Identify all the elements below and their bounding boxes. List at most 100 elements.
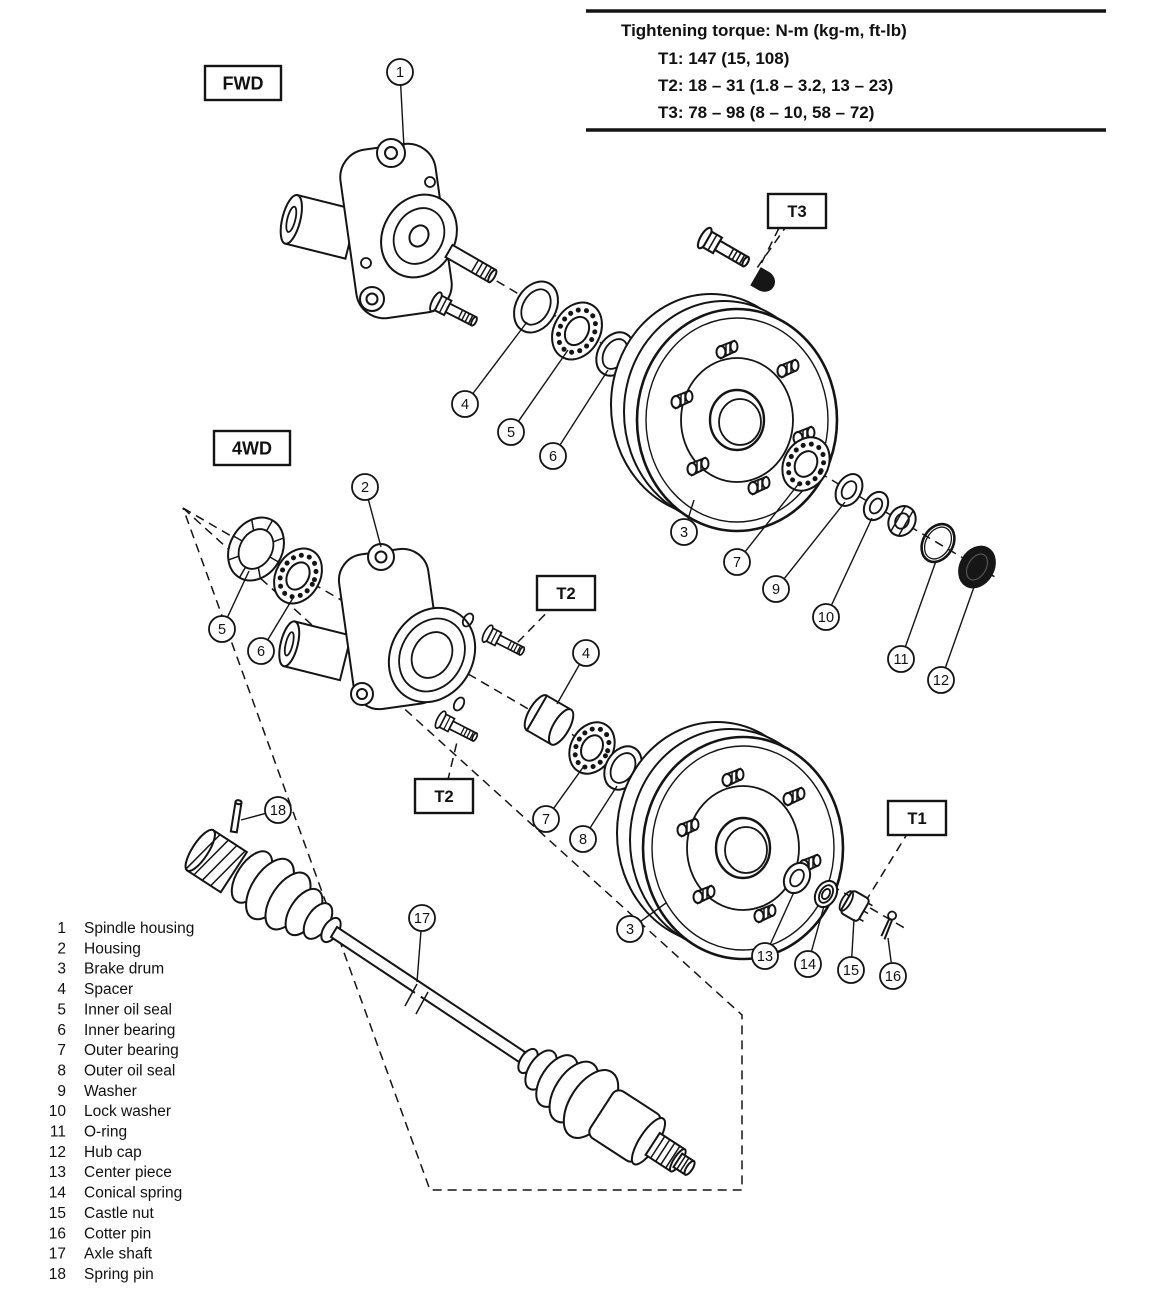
part-name: Castle nut xyxy=(84,1205,154,1222)
callout-number: 10 xyxy=(818,610,834,626)
part-name: Washer xyxy=(84,1083,137,1100)
torque-t3: T3: 78 – 98 (8 – 10, 58 – 72) xyxy=(658,103,874,122)
brake-drum-4wd-art xyxy=(617,722,843,959)
callout-number: 6 xyxy=(549,449,557,465)
torque-spec-box: Tightening torque: N-m (kg-m, ft-lb) T1:… xyxy=(586,9,1106,132)
callout-number: 7 xyxy=(733,555,741,571)
center-piece-art xyxy=(782,861,812,895)
parts-list-item-1: 1 Spindle housing xyxy=(57,920,194,937)
torque-tag-t2-2: T2 xyxy=(413,741,475,815)
callout-14-18: 14 xyxy=(794,905,825,978)
callout-3-4: 3 xyxy=(670,499,698,546)
conical-spring-art xyxy=(813,879,839,909)
part-number: 10 xyxy=(49,1103,67,1120)
callout-number: 7 xyxy=(542,812,550,828)
torque-tag-label: T1 xyxy=(907,810,926,828)
parts-list-item-5: 5 Inner oil seal xyxy=(57,1001,172,1018)
t2-bolt-upper-art xyxy=(479,622,529,662)
part-number: 1 xyxy=(57,920,66,937)
spring-pin-art xyxy=(229,799,243,834)
callout-15-19: 15 xyxy=(837,918,865,984)
callout-13-17: 13 xyxy=(751,891,795,970)
part-name: Axle shaft xyxy=(84,1246,153,1263)
part-number: 16 xyxy=(49,1225,66,1242)
part-number: 5 xyxy=(57,1001,66,1018)
callout-number: 2 xyxy=(361,480,369,496)
callout-4-1: 4 xyxy=(451,321,528,418)
inner-bearing-4wd-art xyxy=(273,547,323,605)
torque-tag-t1-3: T1 xyxy=(866,799,948,900)
callout-number: 6 xyxy=(257,644,265,660)
part-name: Spacer xyxy=(84,981,133,998)
hub-cap-art xyxy=(958,545,996,589)
torque-t2: T2: 18 – 31 (1.8 – 3.2, 13 – 23) xyxy=(658,76,893,95)
parts-list-item-14: 14 Conical spring xyxy=(49,1185,182,1202)
cotter-pin-art xyxy=(880,910,897,940)
callout-number: 3 xyxy=(626,922,634,938)
callout-4-13: 4 xyxy=(556,639,600,705)
part-name: Inner oil seal xyxy=(84,1001,172,1018)
callout-number: 12 xyxy=(933,673,949,689)
part-number: 11 xyxy=(50,1124,66,1141)
inner-joint-art xyxy=(184,828,249,894)
callout-number: 3 xyxy=(680,525,688,541)
part-name: Outer bearing xyxy=(84,1042,179,1059)
part-number: 14 xyxy=(49,1185,67,1202)
part-name: Lock washer xyxy=(84,1103,171,1120)
callout-17-21: 17 xyxy=(408,904,436,983)
callout-9-6: 9 xyxy=(762,501,846,603)
callout-2-10: 2 xyxy=(351,473,382,548)
part-name: Conical spring xyxy=(84,1185,182,1202)
outer-bearing-4wd-art xyxy=(568,721,616,775)
callout-number: 15 xyxy=(843,963,859,979)
inner-oil-seal-fwd-art xyxy=(513,280,559,334)
part-number: 9 xyxy=(57,1083,66,1100)
housing-bolt-art xyxy=(426,289,482,333)
callout-number: 17 xyxy=(414,911,430,927)
callout-8-15: 8 xyxy=(569,785,618,853)
callout-5-2: 5 xyxy=(497,349,569,446)
parts-list-item-12: 12 Hub cap xyxy=(49,1144,142,1161)
section-label-fwd: FWD xyxy=(203,64,283,102)
part-name: Spindle housing xyxy=(84,920,194,937)
awd-assembly xyxy=(227,516,897,959)
torque-tag-label: T2 xyxy=(434,788,453,806)
part-number: 7 xyxy=(57,1042,66,1059)
callout-10-7: 10 xyxy=(812,517,873,631)
part-name: O-ring xyxy=(84,1124,127,1141)
shaft-body-art xyxy=(329,925,527,1064)
part-number: 12 xyxy=(49,1144,66,1161)
section-label-text: FWD xyxy=(223,74,264,94)
outer-bearing-fwd-art xyxy=(781,436,831,492)
callout-12-9: 12 xyxy=(927,586,975,694)
part-name: Brake drum xyxy=(84,961,164,978)
part-number: 6 xyxy=(57,1022,66,1039)
callout-number: 16 xyxy=(885,969,901,985)
part-name: Hub cap xyxy=(84,1144,142,1161)
fwd-assembly xyxy=(279,138,996,589)
callout-7-5: 7 xyxy=(723,481,801,576)
t3-bolt-art xyxy=(694,224,780,296)
part-number: 4 xyxy=(57,981,66,998)
callout-3-16: 3 xyxy=(616,902,667,943)
housing-art xyxy=(278,543,477,712)
callout-16-20: 16 xyxy=(879,937,907,990)
callout-number: 18 xyxy=(270,803,286,819)
parts-list-item-10: 10 Lock washer xyxy=(49,1103,171,1120)
spacer-art xyxy=(523,694,575,746)
part-number: 13 xyxy=(49,1164,66,1181)
parts-list-item-11: 11 O-ring xyxy=(50,1124,127,1141)
part-number: 15 xyxy=(49,1205,66,1222)
parts-list-item-7: 7 Outer bearing xyxy=(57,1042,178,1059)
part-name: Housing xyxy=(84,940,141,957)
callout-number: 14 xyxy=(800,957,816,973)
